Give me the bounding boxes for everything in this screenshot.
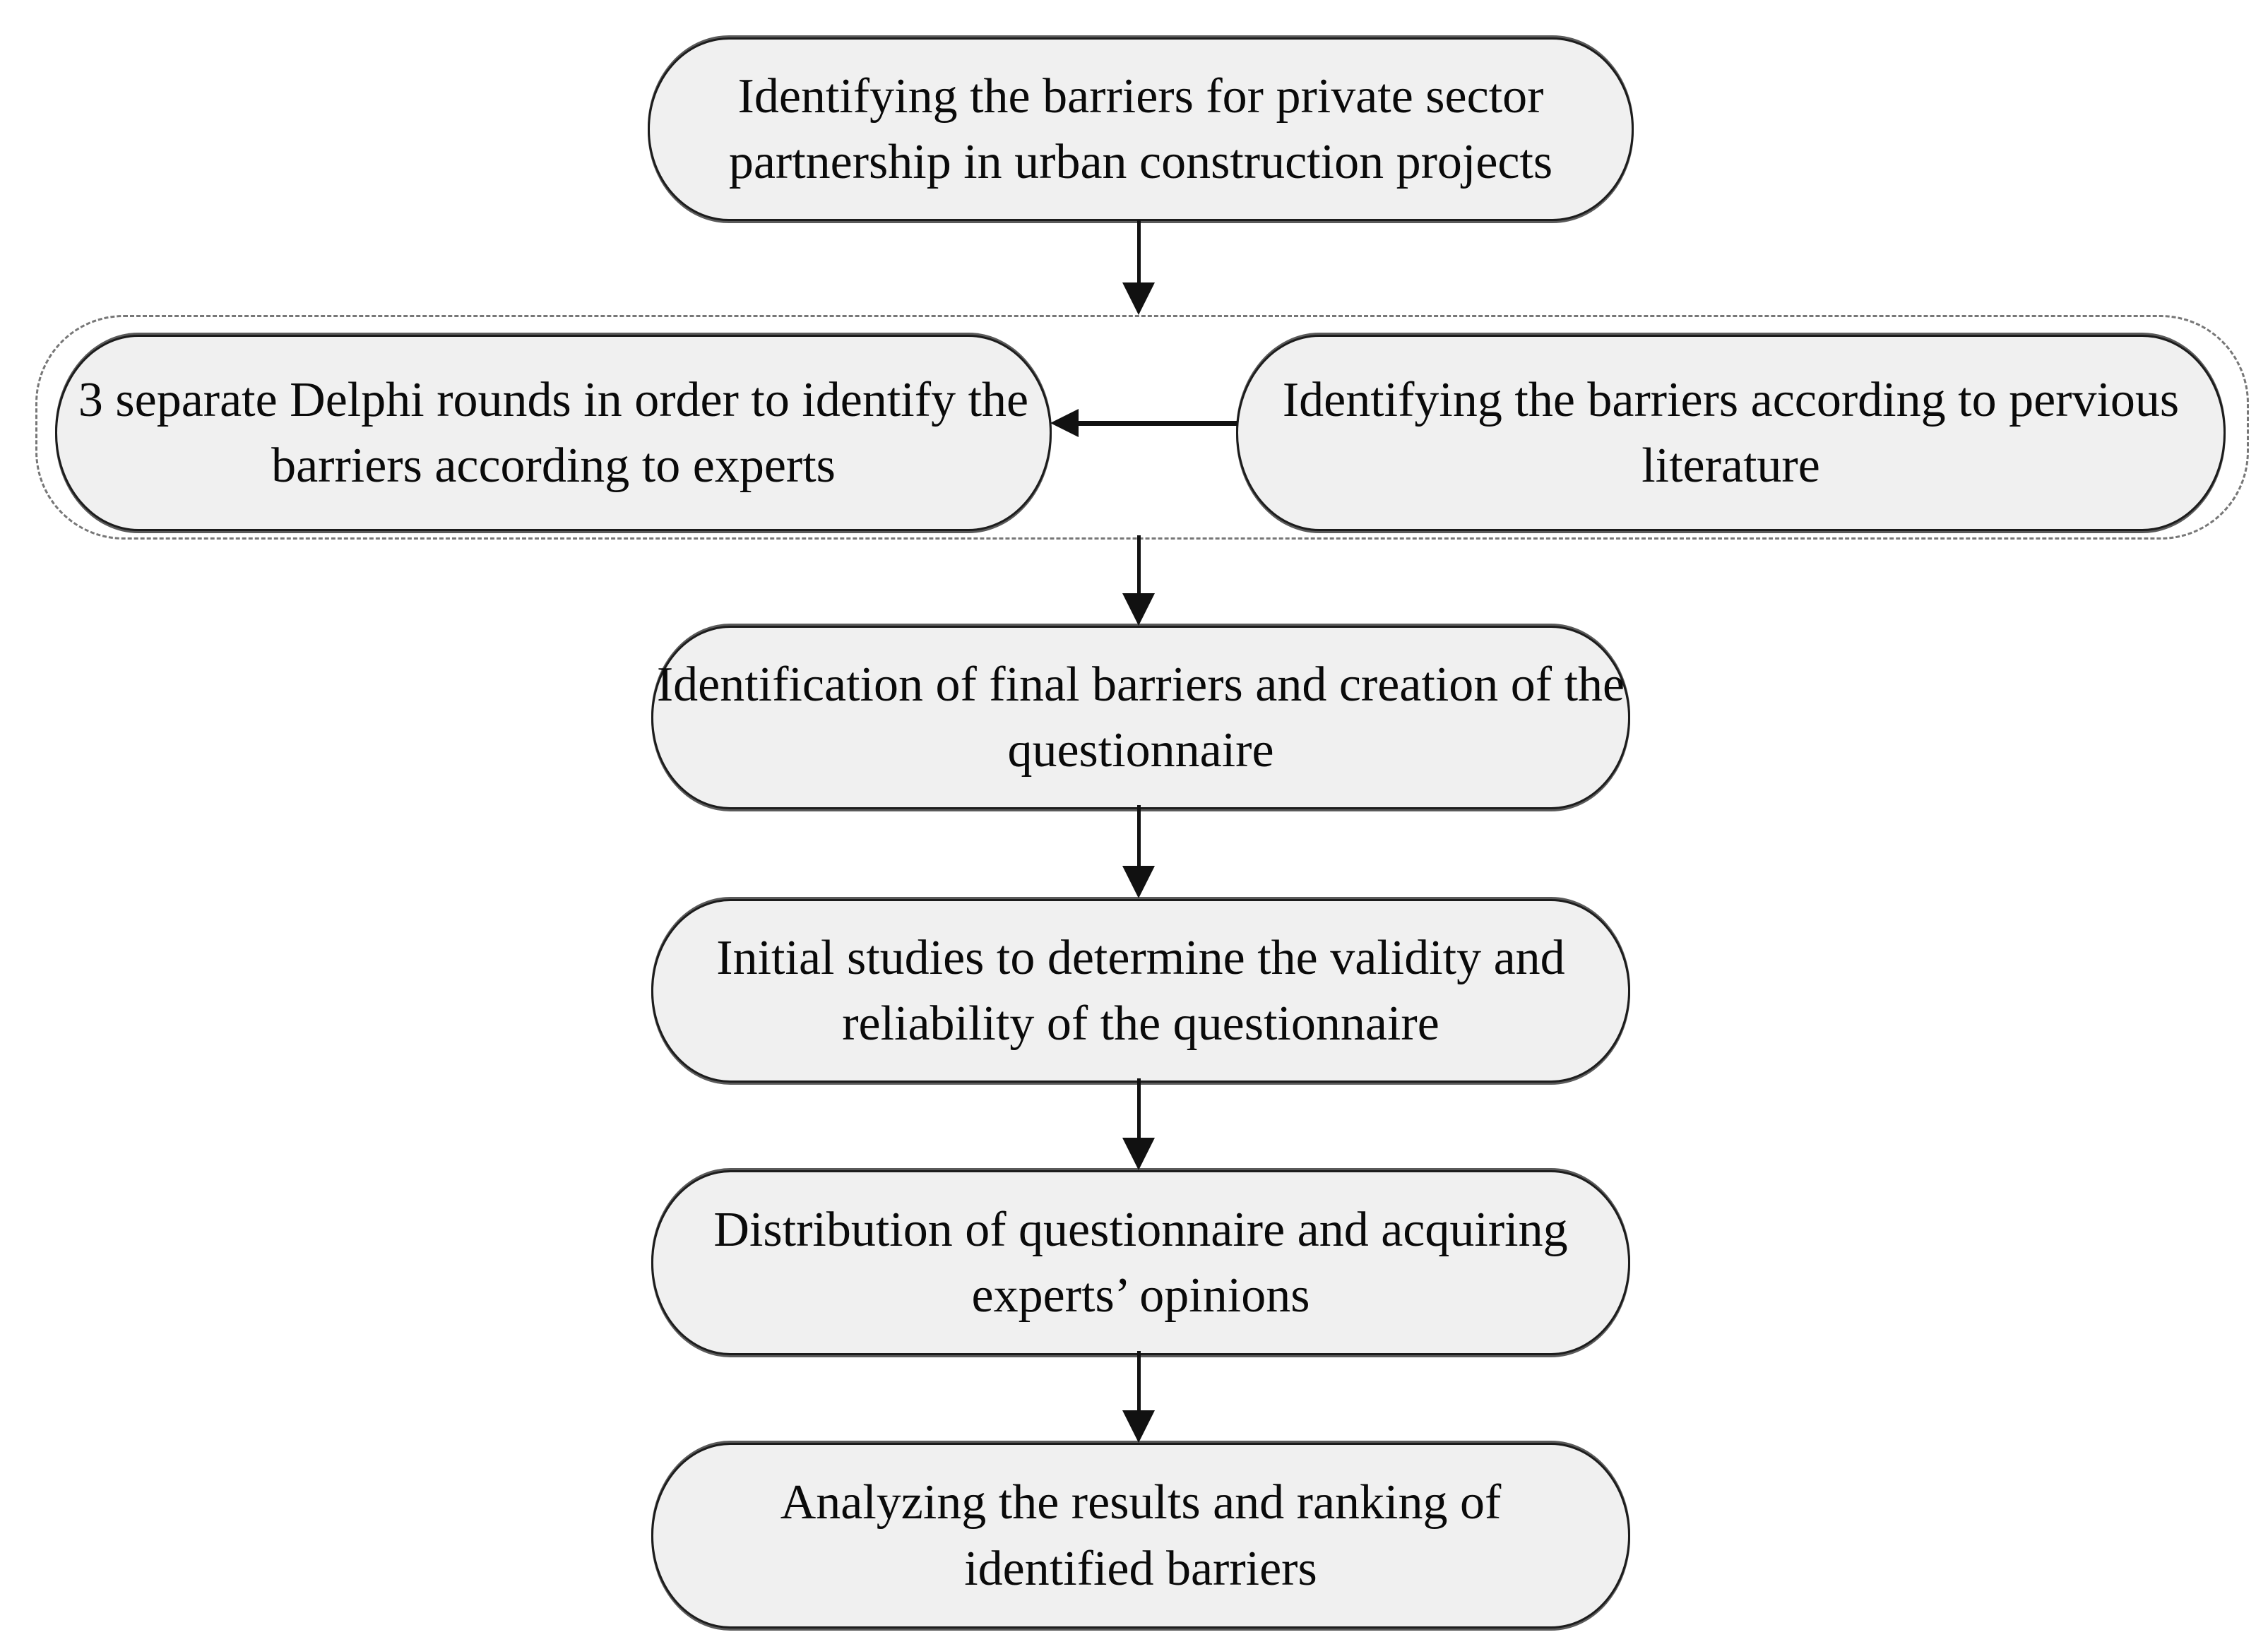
node-final-barriers: Identification of final barriers and cre…: [651, 626, 1630, 809]
arrow-literature-to-delphi-shaft: [1077, 421, 1237, 426]
arrow-initial-to-distribution-shaft: [1137, 1078, 1141, 1139]
node-final-barriers-label: Identification of final barriers and cre…: [656, 657, 1625, 778]
arrow-down-icon: [1122, 593, 1155, 626]
node-delphi-rounds-label: 3 separate Delphi rounds in order to ide…: [78, 372, 1029, 493]
arrow-final-to-initial-shaft: [1137, 805, 1141, 867]
node-literature-label: Identifying the barriers according to pe…: [1282, 372, 2180, 493]
arrow-distribution-to-analysis-shaft: [1137, 1351, 1141, 1412]
arrow-down-icon: [1122, 866, 1155, 898]
node-distribution: Distribution of questionnaire and acquir…: [651, 1170, 1630, 1355]
node-identify-barriers-label: Identifying the barriers for private sec…: [728, 69, 1553, 189]
arrow-down-icon: [1122, 282, 1155, 315]
arrow-group-to-final-shaft: [1137, 535, 1141, 595]
arrow-left-icon: [1050, 409, 1079, 437]
node-analysis: Analyzing the results and ranking of ide…: [651, 1443, 1630, 1629]
node-literature: Identifying the barriers according to pe…: [1236, 335, 2226, 531]
node-initial-studies: Initial studies to determine the validit…: [651, 899, 1630, 1083]
node-identify-barriers: Identifying the barriers for private sec…: [648, 37, 1634, 221]
arrow-down-icon: [1122, 1138, 1155, 1170]
node-initial-studies-label: Initial studies to determine the validit…: [716, 930, 1565, 1051]
node-delphi-rounds: 3 separate Delphi rounds in order to ide…: [55, 335, 1052, 531]
node-distribution-label: Distribution of questionnaire and acquir…: [713, 1202, 1568, 1323]
arrow-top-to-group-shaft: [1137, 220, 1141, 284]
node-analysis-label: Analyzing the results and ranking of ide…: [780, 1475, 1502, 1596]
arrow-down-icon: [1122, 1410, 1155, 1443]
delphi-literature-group-outline: [35, 315, 2249, 540]
